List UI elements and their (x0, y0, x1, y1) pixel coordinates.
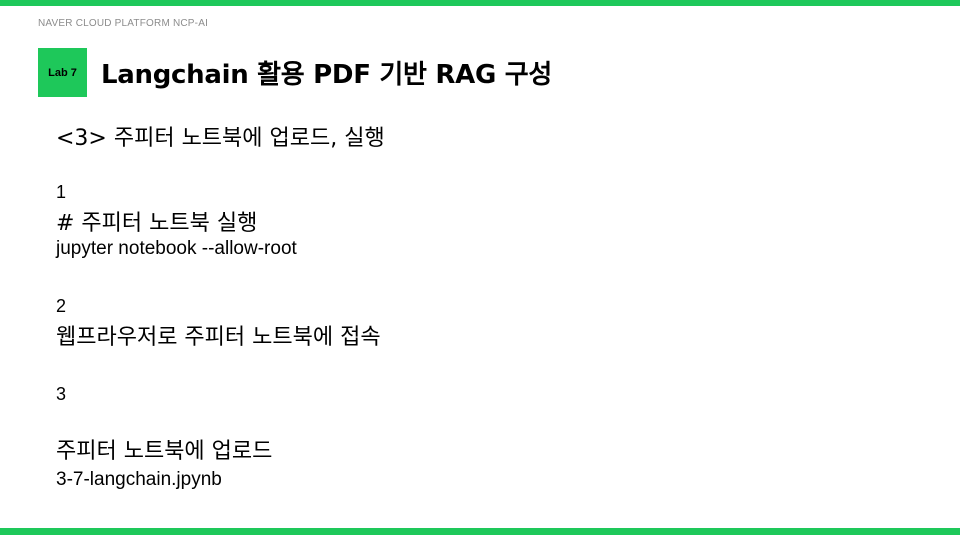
top-accent-bar (0, 0, 960, 6)
lab-badge: Lab 7 (38, 48, 87, 97)
header-label: NAVER CLOUD PLATFORM NCP-AI (38, 18, 209, 29)
step-1-comment: # 주피터 노트북 실행 (56, 211, 258, 236)
section-heading: <3> 주피터 노트북에 업로드, 실행 (56, 126, 385, 151)
slide-title: Langchain 활용 PDF 기반 RAG 구성 (101, 60, 552, 90)
step-3-text: 주피터 노트북에 업로드 (56, 439, 273, 464)
step-2-text: 웹프라우저로 주피터 노트북에 접속 (56, 325, 381, 350)
lab-badge-label: Lab 7 (48, 66, 77, 79)
step-3-filename: 3-7-langchain.jpynb (56, 469, 222, 490)
step-number-1: 1 (56, 182, 67, 202)
step-number-3: 3 (56, 384, 67, 404)
bottom-accent-bar (0, 528, 960, 535)
step-1-command: jupyter notebook --allow-root (56, 238, 297, 259)
step-number-2: 2 (56, 296, 67, 316)
